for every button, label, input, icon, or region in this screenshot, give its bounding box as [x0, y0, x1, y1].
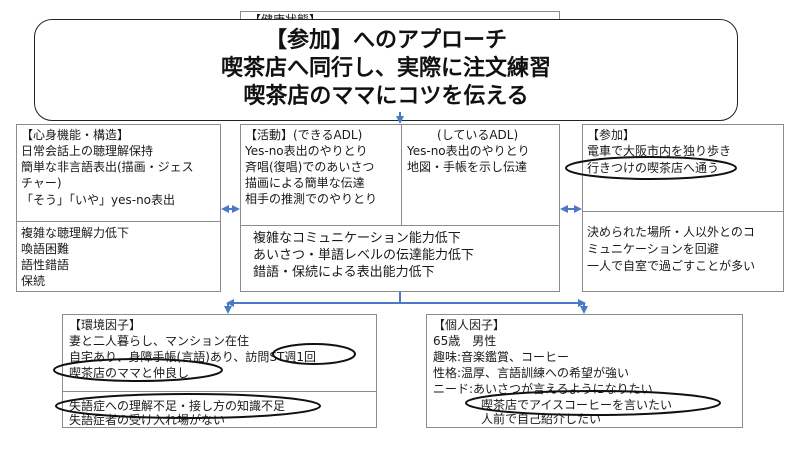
- activity-negative-3: 錯語・保続による表出能力低下: [253, 265, 435, 280]
- body-function-positive-1: 日常会話上の聴理解保持: [21, 144, 154, 158]
- participation-negative-2: ミュニケーションを回避: [587, 242, 719, 256]
- activity-performing-title: (しているADL): [437, 128, 519, 142]
- activity-can-4: 相手の推測でのやりとり: [245, 192, 378, 206]
- banner-line-1: 【参加】へのアプローチ: [264, 28, 507, 53]
- participation-positive-1: 電車で大阪市内を独り歩き: [587, 144, 732, 158]
- participation-box: 【参加】 電車で大阪市内を独り歩き 行きつけの喫茶店へ通う 決められた場所・人以…: [582, 124, 784, 292]
- personal-title: 【個人因子】: [433, 318, 506, 332]
- banner-line-2: 喫茶店へ同行し、実際に注文練習: [220, 56, 551, 81]
- activity-can-1: Yes-no表出のやりとり: [245, 144, 368, 158]
- environment-positive-1: 妻と二人暮らし、マンション在住: [69, 334, 250, 348]
- body-function-negative-4: 保続: [21, 274, 46, 288]
- activity-negative-2: あいさつ・単語レベルの伝達能力低下: [253, 248, 475, 263]
- participation-divider: [583, 211, 783, 212]
- activity-can-2: 斉唱(復唱)でのあいさつ: [245, 160, 375, 174]
- activity-divider: [241, 225, 559, 226]
- body-function-positive-2: 簡単な非言語表出(描画・ジェス: [21, 160, 194, 174]
- participation-negative-1: 決められた場所・人以外とのコ: [587, 225, 755, 239]
- banner-line-3: 喫茶店のママにコツを伝える: [243, 84, 529, 109]
- body-function-box: 【心身機能・構造】 日常会話上の聴理解保持 簡単な非言語表出(描画・ジェス チャ…: [16, 124, 221, 292]
- body-function-divider: [17, 221, 220, 222]
- participation-negative-3: 一人で自室で過ごすことが多い: [587, 259, 756, 273]
- personal-line-1: 65歳 男性: [433, 334, 497, 348]
- activity-title: 【活動】(できるADL): [245, 128, 363, 142]
- environment-positive-2: 自宅あり、身障手帳(言語)あり、訪問ST週1回: [69, 350, 316, 364]
- personal-line-4: ニード:あいさつが言えるようになりたい: [433, 382, 653, 396]
- activity-performing-1: Yes-no表出のやりとり: [407, 144, 530, 158]
- participation-title: 【参加】: [587, 128, 636, 142]
- personal-box: 【個人因子】 65歳 男性 趣味:音楽鑑賞、コーヒー 性格:温厚、言語訓練への希…: [426, 314, 743, 428]
- personal-line-5: 喫茶店でアイスコーヒーを言いたい: [433, 398, 673, 412]
- body-function-negative-2: 喚語困難: [21, 242, 70, 256]
- participation-positive-2: 行きつけの喫茶店へ通う: [587, 161, 720, 175]
- activity-performing-2: 地図・手帳を示し伝達: [407, 160, 528, 174]
- body-function-negative-1: 複雑な聴理解力低下: [21, 226, 130, 240]
- personal-line-2: 趣味:音楽鑑賞、コーヒー: [433, 350, 570, 364]
- environment-title: 【環境因子】: [69, 318, 142, 332]
- body-function-positive-4: 「そう」「いや」yes-no表出: [21, 193, 176, 207]
- body-function-title: 【心身機能・構造】: [21, 128, 130, 142]
- personal-line-6: 人前で自己紹介したい: [433, 412, 602, 426]
- activity-can-3: 描画による簡単な伝達: [245, 176, 365, 190]
- activity-column-divider: [401, 125, 402, 225]
- personal-line-3: 性格:温厚、言語訓練への希望が強い: [433, 366, 630, 380]
- body-function-positive-3: チャー): [21, 176, 62, 190]
- environment-negative-2: 失語症者の受け入れ場がない: [69, 413, 226, 427]
- environment-negative-1: 失語症への理解不足・接し方の知識不足: [69, 399, 286, 413]
- activity-negative-1: 複雑なコミュニケーション能力低下: [253, 231, 461, 246]
- activity-box: 【活動】(できるADL) (しているADL) Yes-no表出のやりとり 斉唱(…: [240, 124, 560, 292]
- environment-box: 【環境因子】 妻と二人暮らし、マンション在住 自宅あり、身障手帳(言語)あり、訪…: [62, 314, 377, 428]
- body-function-negative-3: 語性錯語: [21, 258, 70, 272]
- environment-positive-3: 喫茶店のママと仲良し: [69, 366, 190, 380]
- environment-divider: [63, 391, 376, 392]
- approach-banner: 【参加】へのアプローチ 喫茶店へ同行し、実際に注文練習 喫茶店のママにコツを伝え…: [34, 19, 738, 121]
